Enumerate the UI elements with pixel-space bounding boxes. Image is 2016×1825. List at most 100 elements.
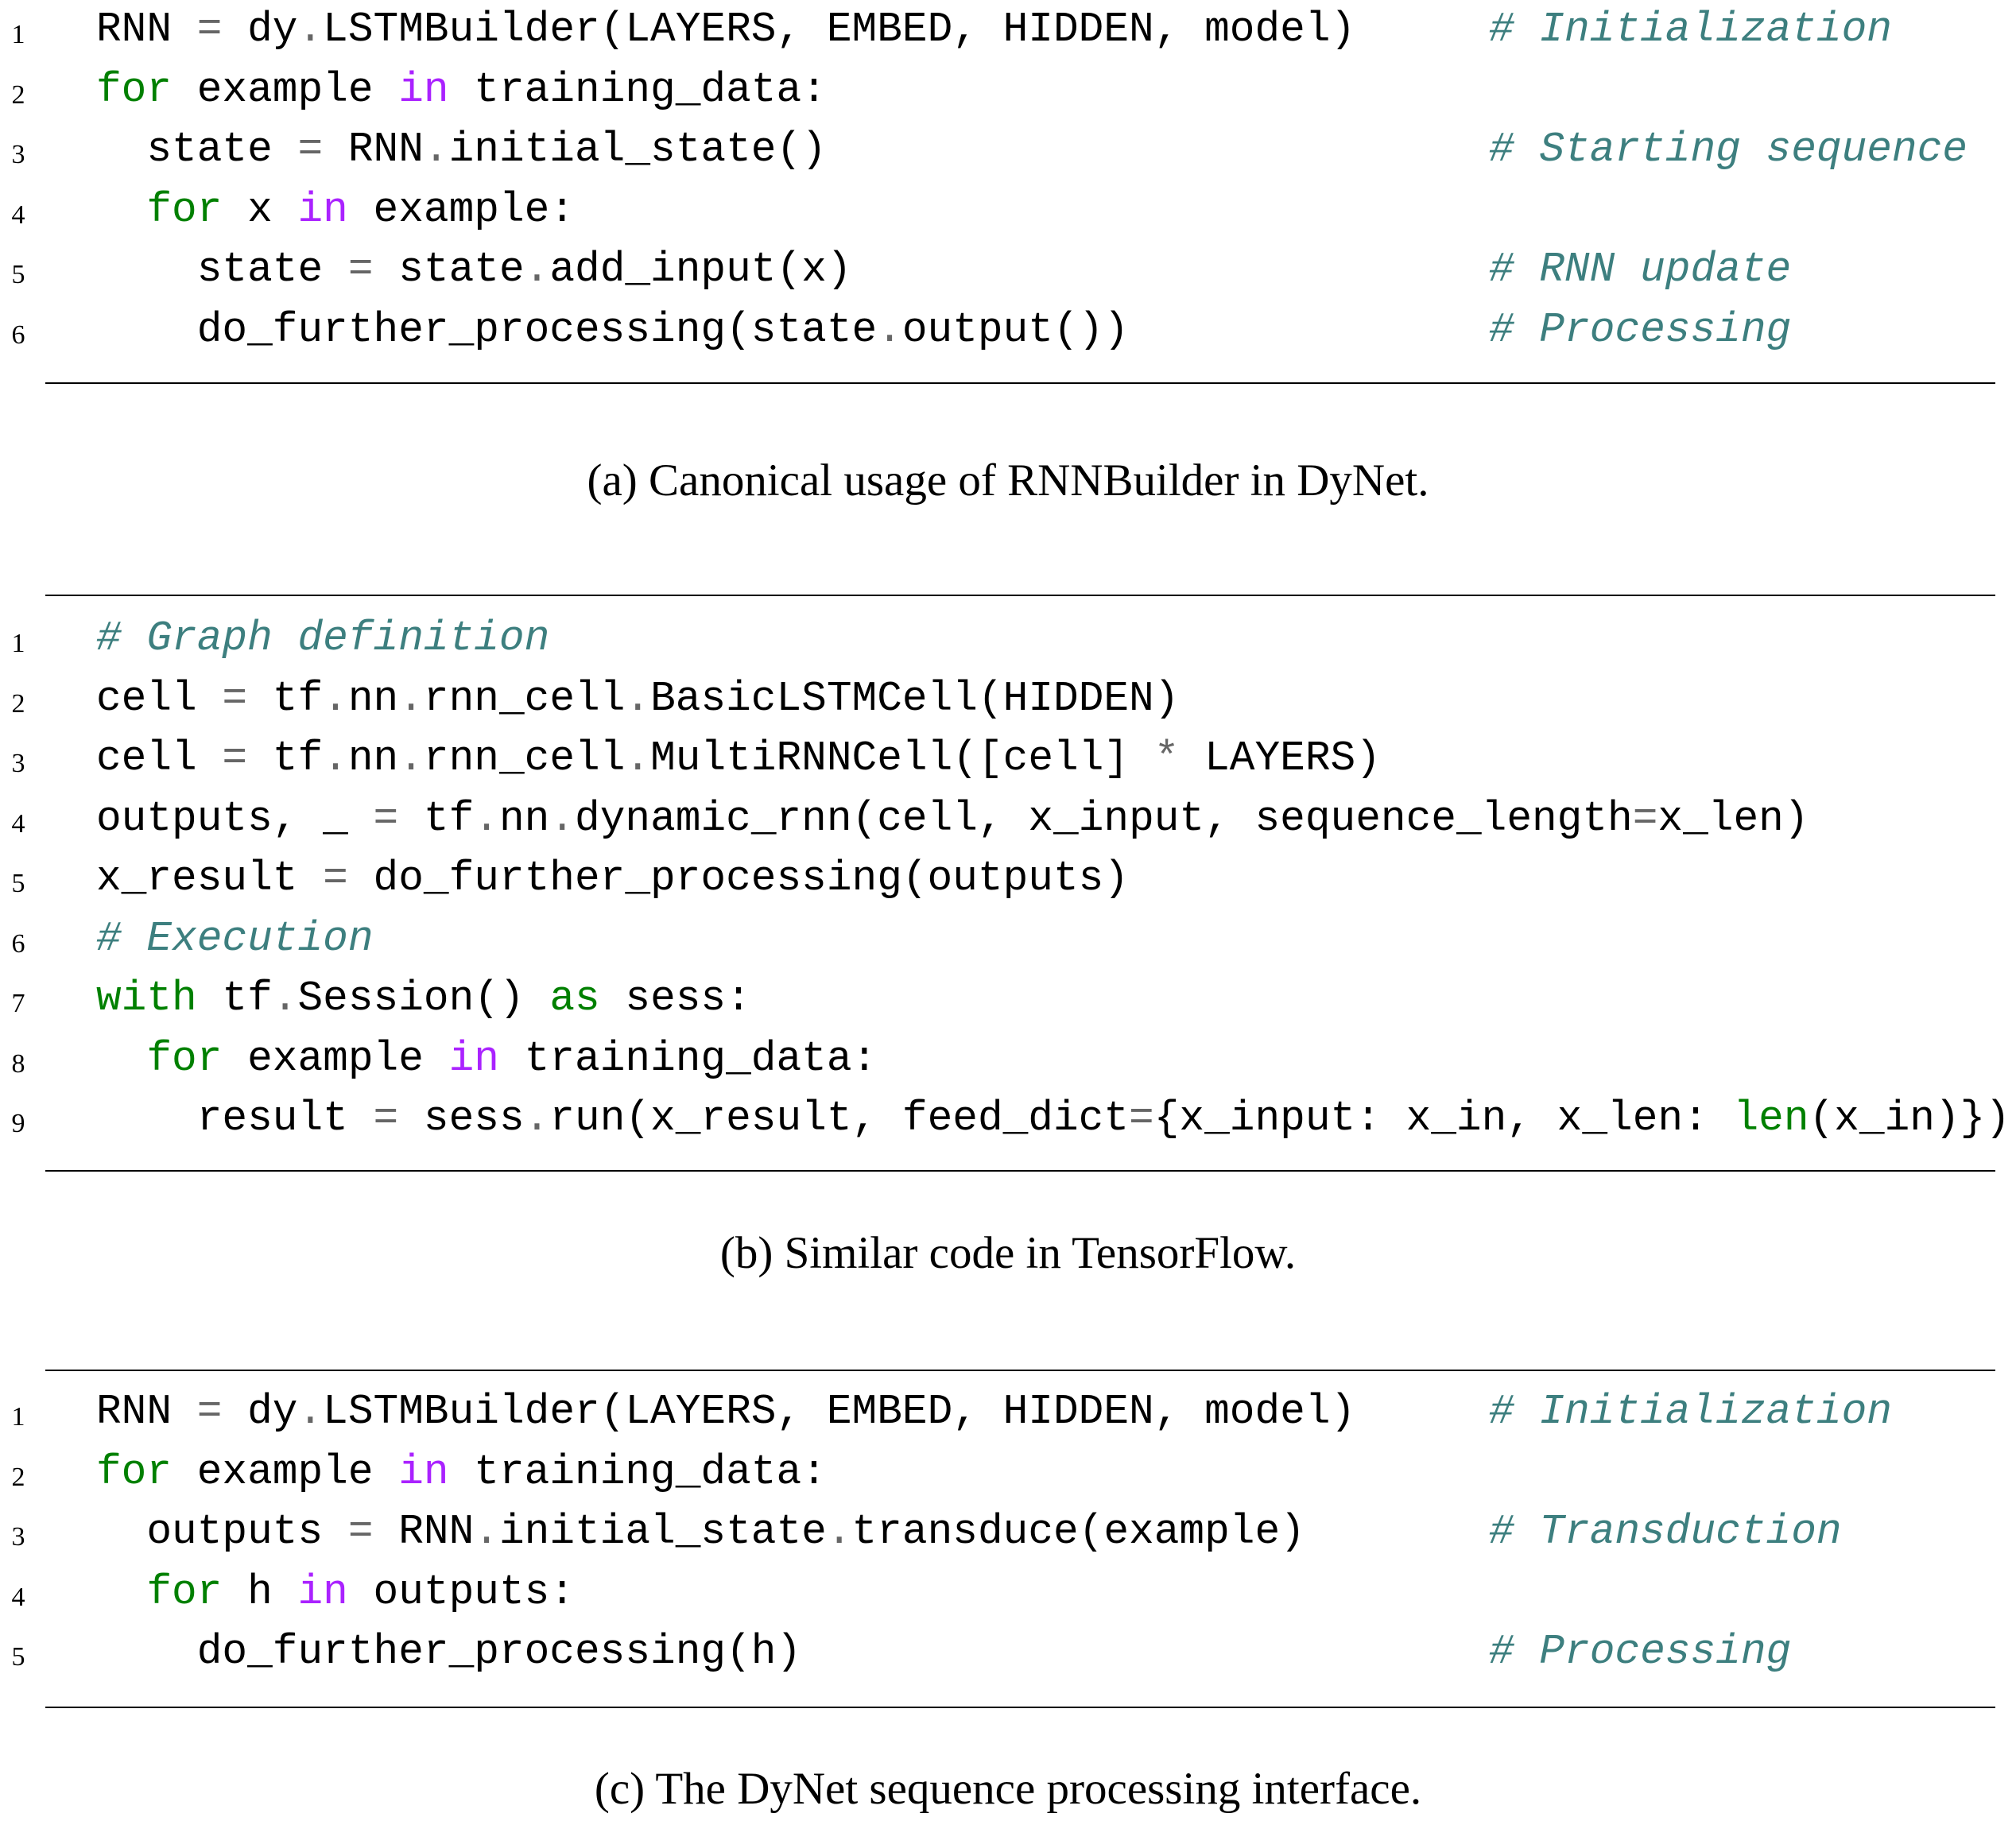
line-number: 1 (11, 20, 25, 49)
code-token: outputs (96, 1508, 348, 1556)
code-line: 3 outputs = RNN.initial_state.transduce(… (0, 1502, 2016, 1563)
code-token: dynamic_rnn(cell, x_input, sequence_leng… (575, 794, 1633, 843)
code-token-op: = (196, 6, 223, 53)
code-token: state (96, 246, 348, 293)
line-number: 2 (11, 688, 25, 719)
code-token: run(x_result, feed_dict (549, 1095, 1130, 1142)
code-token: example (172, 1447, 399, 1496)
code-token-op: = (347, 246, 374, 293)
code-text: cell = tf.nn.rnn_cell.MultiRNNCell([cell… (96, 729, 1381, 789)
code-token-op: = (373, 794, 399, 843)
code-token: tf (247, 674, 324, 723)
code-token: LAYERS) (1179, 734, 1381, 782)
code-token: training_data: (498, 1034, 878, 1083)
code-token-op: . (423, 126, 449, 173)
code-token: example: (347, 185, 576, 234)
code-token: BasicLSTMCell(HIDDEN) (650, 674, 1180, 723)
code-token-op: = (1632, 794, 1658, 843)
code-token: tf (247, 734, 324, 782)
code-line: 5 state = state.add_input(x)# RNN update (0, 240, 2016, 300)
caption-c: (c) The DyNet sequence processing interf… (594, 1764, 1422, 1814)
code-token: state (373, 246, 525, 293)
code-token: cell (96, 734, 223, 782)
code-text: # Graph definition (96, 609, 549, 669)
code-token-op: . (474, 1508, 499, 1556)
line-number: 5 (11, 1642, 25, 1672)
code-text: for example in training_data: (96, 60, 827, 121)
code-token-op: = (323, 854, 348, 902)
code-token-op: = (222, 734, 248, 782)
code-comment: # Transduction (1489, 1508, 1842, 1556)
code-token: RNN (96, 1388, 197, 1436)
code-token-op: . (877, 305, 902, 354)
code-line: 5 do_further_processing(h)# Processing (0, 1622, 2016, 1683)
code-token: output()) (901, 305, 1130, 354)
code-text: with tf.Session() as sess: (96, 969, 751, 1029)
code-line: 4 for h in outputs: (0, 1563, 2016, 1623)
line-number: 9 (11, 1109, 25, 1138)
code-line: 4 outputs, _ = tf.nn.dynamic_rnn(cell, x_… (0, 789, 2016, 850)
code-text: for x in example: (96, 180, 575, 241)
code-text: for example in training_data: (96, 1443, 827, 1503)
code-token: training_data: (448, 1447, 827, 1496)
code-token: dy (222, 1388, 298, 1436)
code-token: rnn_cell (423, 734, 626, 782)
caption-b: (b) Similar code in TensorFlow. (719, 1228, 1297, 1278)
code-token-in: in (297, 1567, 348, 1616)
code-comment: # RNN update (1489, 246, 1792, 293)
code-line: 1 RNN = dy.LSTMBuilder(LAYERS, EMBED, HID… (0, 0, 2016, 60)
code-token-kw: for (96, 1447, 173, 1496)
code-token-kw: for (146, 1567, 223, 1616)
code-text: cell = tf.nn.rnn_cell.BasicLSTMCell(HIDD… (96, 669, 1179, 730)
line-number: 1 (11, 1402, 25, 1432)
code-token-op: = (373, 1095, 399, 1142)
code-line: 1 RNN = dy.LSTMBuilder(LAYERS, EMBED, HID… (0, 1382, 2016, 1443)
code-token: (x_in)}) (1809, 1095, 2010, 1142)
line-number: 4 (11, 808, 25, 839)
line-number: 8 (11, 1048, 25, 1079)
code-token-kw: for (146, 185, 223, 234)
code-token-kw: as (549, 974, 600, 1022)
code-token: transduce(example) (851, 1508, 1305, 1556)
bottom-rule-a (45, 382, 1995, 384)
line-number: 6 (11, 928, 25, 959)
code-text: RNN = dy.LSTMBuilder(LAYERS, EMBED, HIDD… (96, 1382, 1355, 1443)
code-token (96, 1568, 146, 1616)
code-token-in: in (398, 1447, 449, 1496)
code-text: x_result = do_further_processing(outputs… (96, 849, 1129, 909)
code-line: 6 # Execution (0, 909, 2016, 970)
code-token: x (222, 185, 298, 234)
code-text: outputs, _ = tf.nn.dynamic_rnn(cell, x_i… (96, 789, 1809, 850)
code-token-op: . (398, 734, 424, 782)
code-text: # Execution (96, 909, 374, 970)
code-text: RNN = dy.LSTMBuilder(LAYERS, EMBED, HIDD… (96, 0, 1355, 60)
code-token: cell (96, 674, 223, 723)
line-number: 6 (11, 320, 25, 350)
code-token-kw: for (146, 1034, 223, 1083)
line-number: 2 (11, 79, 25, 110)
top-rule-c (45, 1370, 1995, 1371)
line-number: 4 (11, 1582, 25, 1612)
code-token: nn (498, 794, 550, 843)
code-token-op: . (398, 674, 424, 723)
code-token: nn (347, 674, 399, 723)
code-token: LSTMBuilder(LAYERS, EMBED, HIDDEN, model… (323, 1388, 1356, 1436)
code-token: Session() (297, 974, 550, 1022)
code-token: x_result (96, 854, 324, 902)
code-token-op: . (474, 794, 499, 843)
code-token (96, 186, 146, 234)
code-token-in: in (448, 1034, 499, 1083)
code-token: sess: (599, 974, 751, 1022)
code-token: outputs: (347, 1567, 576, 1616)
code-comment: # Initialization (1489, 6, 1892, 53)
code-token: sess (398, 1095, 525, 1142)
code-token: rnn_cell (423, 674, 626, 723)
line-number: 5 (11, 260, 25, 289)
code-token-op: = (196, 1388, 223, 1436)
code-token: initial_state() (448, 126, 827, 173)
